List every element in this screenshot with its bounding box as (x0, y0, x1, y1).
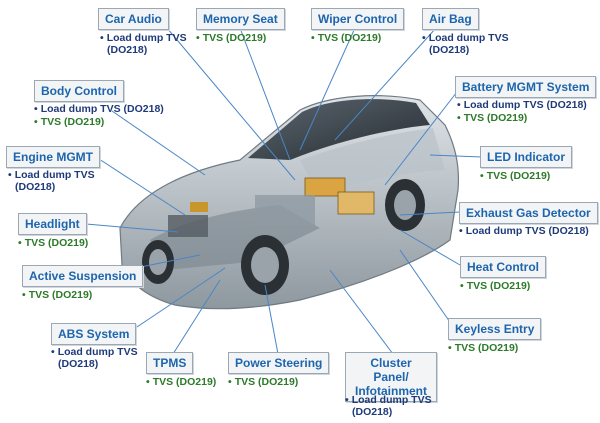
memory-seat-label: Memory Seat (196, 8, 285, 30)
abs-system-note-1: •Load dump TVS (51, 346, 138, 358)
heat-control-label: Heat Control (460, 256, 546, 278)
leader-lines (85, 27, 483, 355)
body-control-label: Body Control (34, 80, 124, 102)
engine-mgmt-note-2: (DO218) (15, 181, 56, 193)
tpms-note: •TVS (DO219) (146, 376, 217, 388)
car-components (168, 177, 375, 237)
body-control-note-1: •Load dump TVS (DO218) (34, 103, 164, 115)
headlight-note: •TVS (DO219) (18, 237, 89, 249)
cluster-panel-note-1: •Load dump TVS (345, 394, 432, 406)
led-indicator-label: LED Indicator (480, 146, 573, 168)
battery-mgmt-note-1: •Load dump TVS (DO218) (457, 99, 587, 111)
active-suspension-label: Active Suspension (22, 265, 144, 287)
wheels (142, 179, 425, 295)
car-audio-note-2: (DO218) (107, 44, 148, 56)
air-bag-note-2: (DO218) (429, 44, 470, 56)
battery-mgmt-label: Battery MGMT System (455, 76, 597, 98)
battery-mgmt-note-2: •TVS (DO219) (457, 112, 528, 124)
exhaust-gas-note: •Load dump TVS (DO218) (459, 225, 589, 237)
headlight-label: Headlight (18, 213, 87, 235)
wiper-control-note: •TVS (DO219) (311, 32, 382, 44)
exhaust-gas-label: Exhaust Gas Detector (459, 202, 598, 224)
air-bag-label: Air Bag (422, 8, 479, 30)
car-audio-label: Car Audio (98, 8, 169, 30)
body-control-note-2: •TVS (DO219) (34, 116, 105, 128)
power-steering-label: Power Steering (228, 352, 330, 374)
cluster-panel-note-2: (DO218) (352, 406, 393, 418)
abs-system-label: ABS System (51, 323, 137, 345)
memory-seat-note: •TVS (DO219) (196, 32, 267, 44)
power-steering-note: •TVS (DO219) (228, 376, 299, 388)
wiper-control-label: Wiper Control (311, 8, 405, 30)
engine-mgmt-note-1: •Load dump TVS (8, 169, 95, 181)
keyless-entry-note: •TVS (DO219) (448, 342, 519, 354)
car-audio-note-1: •Load dump TVS (100, 32, 187, 44)
tpms-label: TPMS (146, 352, 194, 374)
keyless-entry-label: Keyless Entry (448, 318, 542, 340)
engine-mgmt-label: Engine MGMT (6, 146, 100, 168)
cluster-panel-label: Cluster Panel/ Infotainment (345, 352, 437, 402)
air-bag-note-1: •Load dump TVS (422, 32, 509, 44)
heat-control-note: •TVS (DO219) (460, 280, 531, 292)
active-suspension-note: •TVS (DO219) (22, 289, 93, 301)
led-indicator-note: •TVS (DO219) (480, 170, 551, 182)
abs-system-note-2: (DO218) (58, 358, 99, 370)
